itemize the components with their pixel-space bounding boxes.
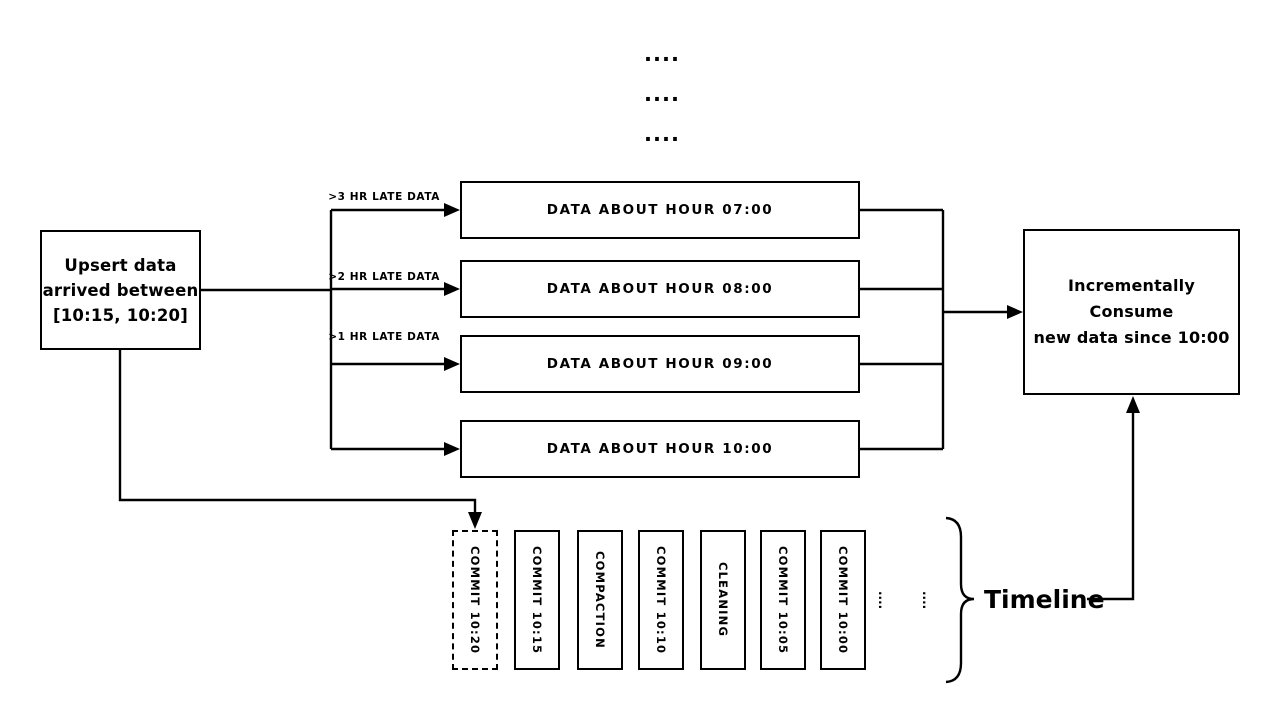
- arrowhead-hour10-icon: [444, 442, 460, 456]
- timeline-item-cleaning: CLEANING: [700, 530, 746, 670]
- timeline-item-commit-1020: COMMIT 10:20: [452, 530, 498, 670]
- timeline-item-commit-1010: COMMIT 10:10: [638, 530, 684, 670]
- timeline-item-commit-1015: COMMIT 10:15: [514, 530, 560, 670]
- arrowhead-hour8-icon: [444, 282, 460, 296]
- timeline-brace-icon: [945, 516, 975, 684]
- timeline-ellipsis-icon: ....: [920, 590, 934, 610]
- arrowhead-commit-icon: [468, 512, 482, 529]
- arrowhead-hour9-icon: [444, 357, 460, 371]
- incremental-consumer-box: Incrementally Consume new data since 10:…: [1023, 229, 1240, 395]
- hour-partition-box-0700: DATA ABOUT HOUR 07:00: [460, 181, 860, 239]
- timeline-ellipsis-icon: ....: [876, 590, 890, 610]
- upsert-source-box: Upsert data arrived between [10:15, 10:2…: [40, 230, 201, 350]
- timeline-item-commit-1000: COMMIT 10:00: [820, 530, 866, 670]
- timeline-label: Timeline: [984, 584, 1105, 614]
- late-data-label-1hr: >1 HR LATE DATA: [328, 331, 440, 343]
- late-data-label-2hr: >2 HR LATE DATA: [328, 271, 440, 283]
- hour-partition-box-0900: DATA ABOUT HOUR 09:00: [460, 335, 860, 393]
- top-ellipsis-row: ....: [644, 122, 680, 146]
- late-data-label-3hr: >3 HR LATE DATA: [328, 191, 440, 203]
- arrowhead-hour7-icon: [444, 203, 460, 217]
- top-ellipsis-row: ....: [644, 82, 680, 106]
- hour-partition-box-0800: DATA ABOUT HOUR 08:00: [460, 260, 860, 318]
- source-to-timeline-line: [118, 350, 477, 514]
- timeline-to-consumer-line: [1087, 412, 1135, 601]
- incremental-consumer-text: Incrementally Consume new data since 10:…: [1033, 276, 1230, 347]
- hour-partition-box-1000: DATA ABOUT HOUR 10:00: [460, 420, 860, 478]
- timeline-item-compaction: COMPACTION: [577, 530, 623, 670]
- timeline-item-commit-1005: COMMIT 10:05: [760, 530, 806, 670]
- arrowhead-up-consumer-icon: [1126, 396, 1140, 413]
- top-ellipsis-row: ....: [644, 42, 680, 66]
- arrowhead-consumer-icon: [1007, 305, 1023, 319]
- upsert-source-text: Upsert data arrived between [10:15, 10:2…: [42, 255, 199, 325]
